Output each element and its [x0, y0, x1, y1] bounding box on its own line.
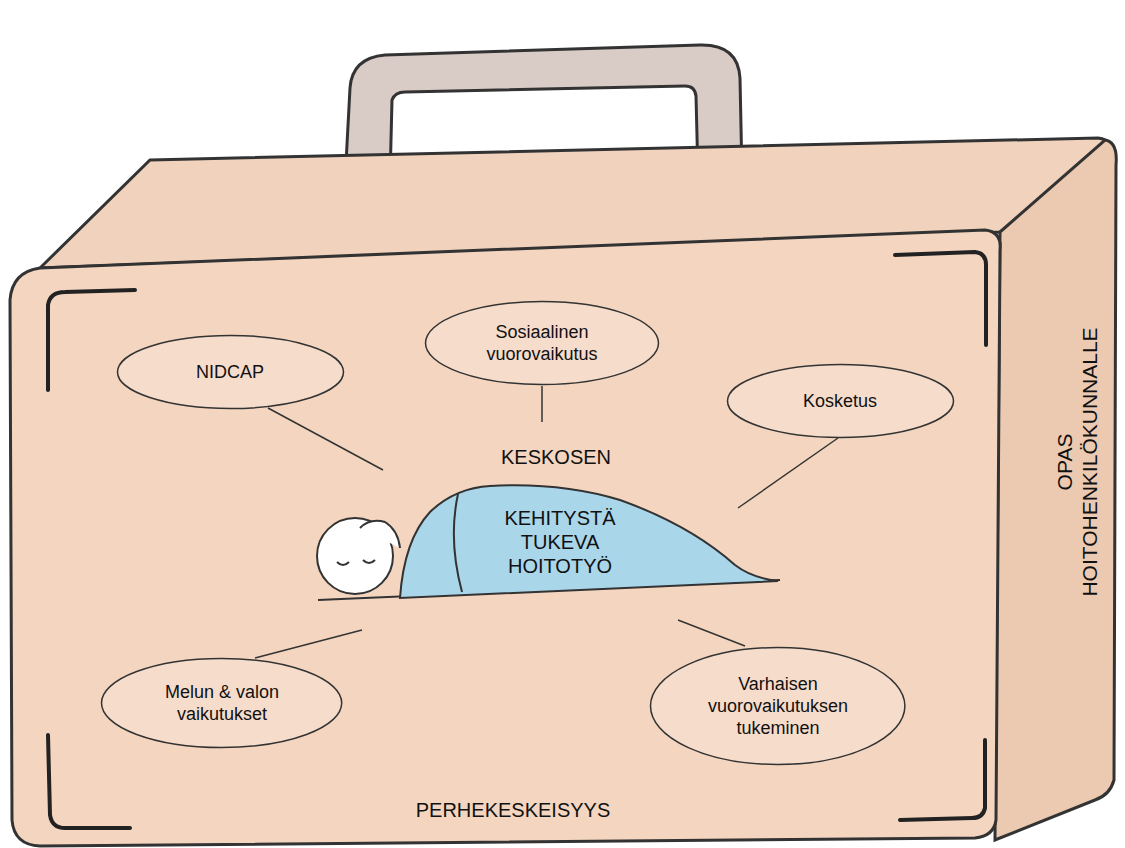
- topic-ellipse: Melun & valon vaikutukset: [100, 657, 343, 749]
- baby-eye: [363, 560, 375, 563]
- ellipse-outline: [100, 657, 343, 749]
- center-title: KESKOSEN: [476, 445, 636, 469]
- ellipse-shape: [426, 302, 659, 385]
- topic-ellipse: Sosiaalinen vuorovaikutus: [424, 300, 660, 386]
- ellipse-shape: [117, 336, 343, 409]
- leader-lines: [255, 386, 838, 658]
- blanket-fold: [454, 494, 462, 592]
- topic-ellipse: Varhaisen vuorovaikutuksen tukeminen: [649, 646, 906, 766]
- topic-ellipse: NIDCAP: [116, 334, 345, 410]
- ellipse-shape: [727, 365, 953, 438]
- center-title: KEHITYSTÄ TUKEVA HOITOTYÖ: [490, 506, 630, 578]
- topic-text: Sosiaalinen vuorovaikutus: [467, 321, 617, 365]
- topic-text: Melun & valon vaikutukset: [142, 681, 302, 725]
- baby-ear: [360, 521, 400, 548]
- topic-text: NIDCAP: [155, 361, 305, 383]
- baby-eye: [337, 562, 349, 565]
- side-label: OPAS HOITOHENKILÖKUNNALLE: [1052, 297, 1102, 627]
- suitcase-front: [10, 230, 1000, 846]
- suitcase-side: [995, 140, 1116, 840]
- corner-brackets: [48, 252, 986, 828]
- topic-text: Varhaisen vuorovaikutuksen tukeminen: [693, 673, 863, 739]
- topic-ellipse: Kosketus: [726, 363, 955, 439]
- topic-text: Kosketus: [765, 390, 915, 412]
- ellipse-shape: [102, 659, 342, 748]
- bottom-label: PERHEKESKEISYYS: [383, 798, 643, 822]
- ellipse-outline: [424, 300, 660, 386]
- blanket: [400, 485, 778, 598]
- ellipse-shape: [651, 648, 905, 765]
